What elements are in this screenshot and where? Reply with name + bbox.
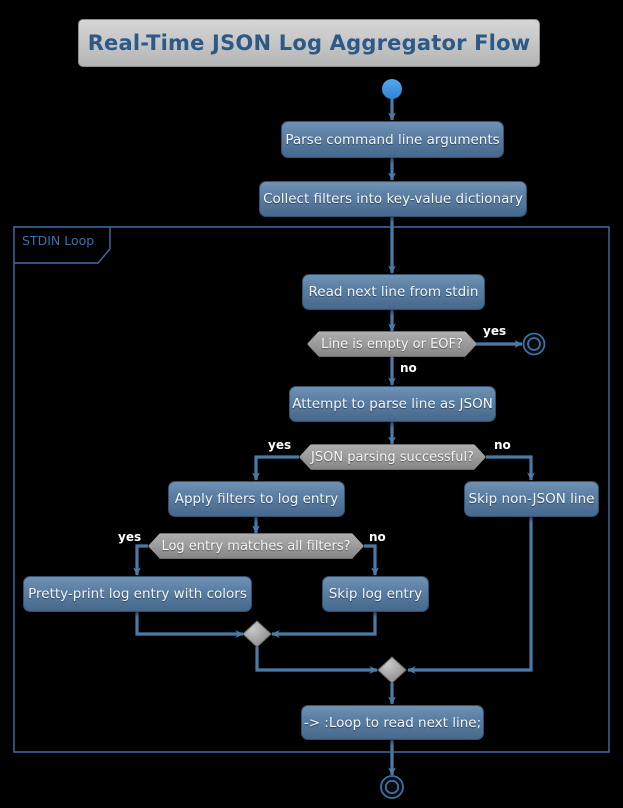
activity-apply-filters[interactable]: Apply filters to log entry [168,481,345,517]
edge-label-eof-no: no [400,361,417,375]
page-title: Real-Time JSON Log Aggregator Flow [87,31,531,55]
stdin-loop-partition-frame [13,226,610,753]
diagram-title-banner: Real-Time JSON Log Aggregator Flow [78,19,540,67]
partition-label-stdin-loop: STDIN Loop [22,233,95,248]
activity-attempt-parse-json[interactable]: Attempt to parse line as JSON [289,386,496,422]
edge-label-eof-yes: yes [483,324,507,338]
decision-line-is-empty-or-eof[interactable]: Line is empty or EOF? [307,331,477,357]
decision-json-parsing-successful[interactable]: JSON parsing successful? [299,444,486,470]
edge-label-filters-no: no [369,530,386,544]
merge-node-outer [377,656,407,684]
activity-skip-log-entry[interactable]: Skip log entry [322,576,429,612]
merge-node-inner [242,620,272,648]
edge-label-json-no: no [494,438,511,452]
activity-parse-command-line-arguments[interactable]: Parse command line arguments [281,121,504,158]
end-node-final [380,775,404,799]
activity-pretty-print-log-entry[interactable]: Pretty-print log entry with colors [23,576,252,612]
activity-collect-filters[interactable]: Collect filters into key-value dictionar… [259,181,527,217]
edge-label-filters-yes: yes [118,530,142,544]
activity-read-next-line[interactable]: Read next line from stdin [302,274,485,310]
activity-skip-non-json-line[interactable]: Skip non-JSON line [464,481,599,517]
end-node-eof [522,332,546,356]
start-node [382,79,402,99]
decision-log-entry-matches-all-filters[interactable]: Log entry matches all filters? [148,533,364,559]
edge-label-json-yes: yes [268,438,292,452]
activity-loop-to-read-next-line[interactable]: -> :Loop to read next line; [301,705,484,740]
